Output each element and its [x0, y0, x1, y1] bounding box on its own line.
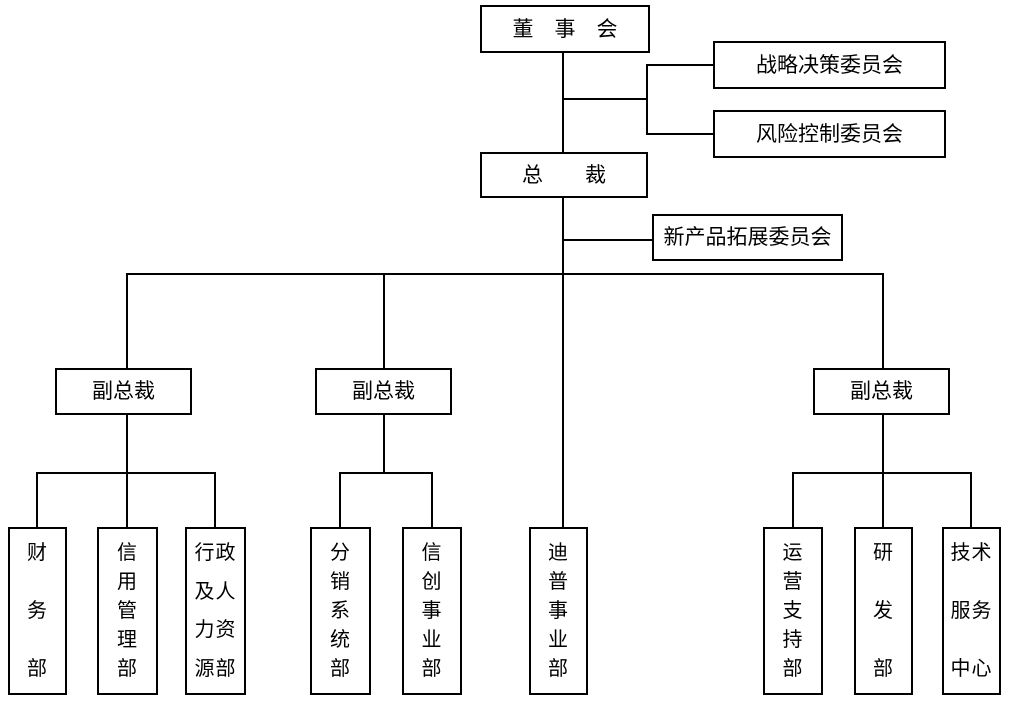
dept-dipu-row-2: 普: [548, 571, 569, 593]
node-dept-dipu-business: 迪 普 事 业 部: [529, 527, 588, 695]
dept-operations-row-3: 支: [782, 600, 804, 622]
dept-dipu-row-3: 事: [548, 600, 569, 622]
dept-admin-hr-row-2: 及人: [194, 580, 237, 603]
dept-dipu-row-4: 业: [548, 629, 569, 651]
dept-tech-service-row-1: 技术: [950, 542, 993, 564]
node-president: 总 裁: [480, 152, 648, 198]
node-vp-1-label: 副总裁: [92, 379, 155, 403]
node-vp-3: 副总裁: [813, 368, 950, 415]
node-president-label: 总 裁: [522, 162, 606, 187]
connector-to-credit: [126, 472, 128, 527]
dept-xinchuang-row-1: 信: [421, 542, 443, 564]
connector-to-finance: [36, 472, 38, 527]
node-dept-finance: 财 务 部: [8, 527, 67, 695]
node-dept-xinchuang-business: 信 创 事 业 部: [402, 527, 462, 695]
node-new-product-committee: 新产品拓展委员会: [652, 214, 843, 261]
connector-to-tech-service: [970, 472, 972, 527]
dept-distribution-row-3: 系: [330, 600, 351, 622]
dept-tech-service-row-3: 中心: [950, 658, 993, 680]
dept-rnd-row-3: 部: [873, 658, 894, 680]
dept-admin-hr-row-4: 源部: [194, 657, 237, 680]
node-vp-3-label: 副总裁: [850, 379, 913, 403]
dept-xinchuang-row-4: 业: [421, 629, 443, 651]
dept-credit-row-5: 部: [117, 658, 138, 680]
dept-finance-row-2: 务: [27, 600, 48, 622]
connector-to-vp3: [882, 273, 884, 368]
dept-finance-row-1: 财: [27, 542, 48, 564]
node-strategy-committee-label: 战略决策委员会: [756, 52, 903, 77]
dept-xinchuang-row-3: 事: [421, 600, 443, 622]
connector-to-vp2: [383, 273, 385, 368]
dept-credit-row-2: 用: [117, 571, 138, 593]
connector-to-new-product-committee: [562, 239, 652, 241]
connector-to-admin-hr: [214, 472, 216, 527]
dept-admin-hr-row-1: 行政: [194, 542, 237, 564]
dept-tech-service-row-2: 服务: [950, 600, 993, 622]
dept-rnd-row-2: 发: [873, 600, 894, 622]
dept-credit-row-3: 管: [117, 600, 138, 622]
node-risk-committee: 风险控制委员会: [713, 110, 946, 158]
dept-dipu-row-1: 迪: [548, 542, 569, 564]
dept-admin-hr-row-3: 力资: [194, 619, 237, 642]
connector-to-risk-committee: [646, 133, 713, 135]
node-dept-operations-support: 运 营 支 持 部: [763, 527, 823, 695]
node-vp-1: 副总裁: [55, 368, 192, 415]
connector-president-trunk: [562, 198, 564, 527]
connector-to-rnd: [882, 472, 884, 527]
node-dept-distribution-systems: 分 销 系 统 部: [310, 527, 371, 695]
dept-dipu-row-5: 部: [548, 658, 569, 680]
node-board-of-directors: 董 事 会: [480, 5, 650, 53]
connector-vp1-down: [126, 415, 128, 474]
node-dept-tech-service-center: 技术 服务 中心: [942, 527, 1001, 695]
node-vp-2-label: 副总裁: [352, 379, 415, 403]
node-vp-2: 副总裁: [315, 368, 452, 415]
dept-operations-row-1: 运: [782, 542, 804, 564]
node-strategy-committee: 战略决策委员会: [713, 41, 946, 89]
connector-board-to-president: [562, 53, 564, 153]
connector-vp2-down: [383, 415, 385, 474]
node-dept-rnd: 研 发 部: [854, 527, 913, 695]
dept-operations-row-2: 营: [782, 571, 804, 593]
dept-rnd-row-1: 研: [873, 542, 894, 564]
connector-to-distribution: [339, 472, 341, 527]
dept-distribution-row-2: 销: [330, 571, 351, 593]
connector-vp2-group: [339, 472, 433, 474]
node-new-product-committee-label: 新产品拓展委员会: [663, 225, 832, 249]
dept-operations-row-5: 部: [782, 658, 804, 680]
connector-main-distribution: [126, 273, 884, 275]
connector-to-strategy-committee: [646, 64, 713, 66]
connector-vp3-down: [882, 415, 884, 474]
node-dept-credit-management: 信 用 管 理 部: [97, 527, 158, 695]
node-dept-admin-hr: 行政 及人 力资 源部: [185, 527, 246, 695]
dept-credit-row-1: 信: [117, 542, 138, 564]
connector-to-xinchuang: [431, 472, 433, 527]
dept-distribution-row-1: 分: [330, 542, 351, 564]
dept-xinchuang-row-2: 创: [421, 571, 443, 593]
connector-committee-bracket: [646, 64, 648, 135]
connector-to-operations: [792, 472, 794, 527]
connector-to-vp1: [126, 273, 128, 368]
node-board-label: 董 事 会: [512, 16, 618, 41]
dept-distribution-row-4: 统: [330, 629, 351, 651]
dept-xinchuang-row-5: 部: [421, 658, 443, 680]
dept-finance-row-3: 部: [27, 658, 48, 680]
dept-operations-row-4: 持: [782, 629, 804, 651]
dept-distribution-row-5: 部: [330, 658, 351, 680]
connector-board-committee-branch: [562, 98, 648, 100]
dept-credit-row-4: 理: [117, 629, 138, 651]
node-risk-committee-label: 风险控制委员会: [756, 121, 903, 146]
